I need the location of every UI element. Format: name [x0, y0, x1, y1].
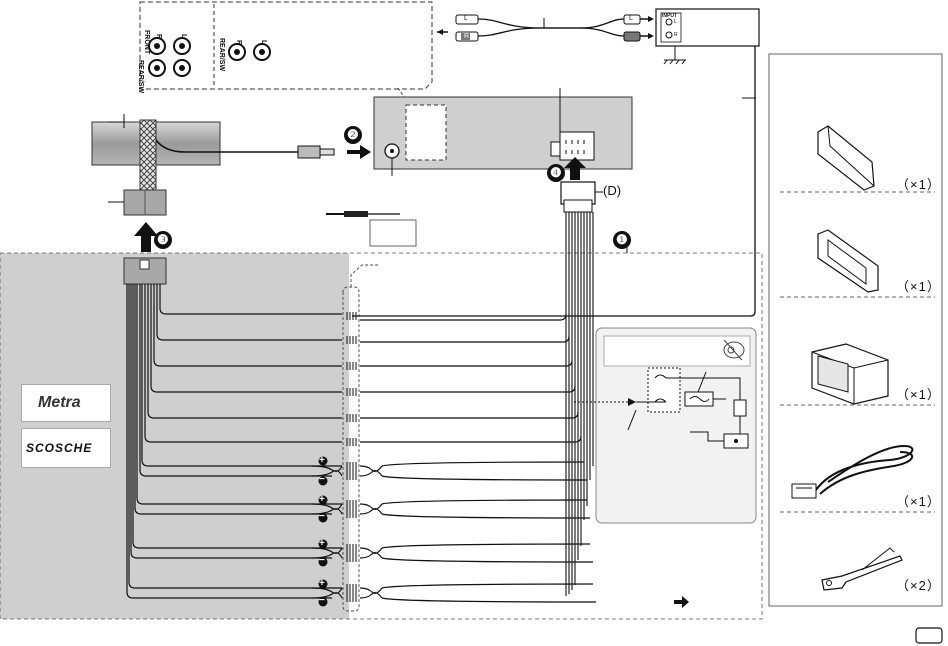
amp-input-label: INPUT	[662, 13, 677, 19]
arrow-to-antenna	[347, 145, 371, 159]
arrow-up-4	[564, 157, 586, 180]
adapter-wires	[126, 284, 342, 599]
arrow-up-3	[134, 222, 158, 252]
step-1: ❶	[616, 232, 628, 247]
mounting-sleeve-illustration	[811, 343, 889, 405]
rca-jack-panel	[139, 1, 433, 104]
splice-column	[342, 264, 380, 612]
factory-connector-bottom	[123, 257, 167, 285]
polarity-7: +	[319, 578, 325, 589]
unit-wires	[360, 313, 597, 603]
rca-label-front: FRONT	[143, 30, 150, 55]
splice-ticks	[346, 312, 357, 602]
faceplate-qty: （×1）	[896, 177, 941, 192]
rca-jack-rear-l	[173, 59, 191, 77]
factory-connector-top	[108, 189, 167, 216]
amplifier	[655, 8, 760, 65]
rca-label-r: R	[155, 34, 162, 40]
faceplate-illustration	[817, 125, 875, 191]
scosche-logo-text: SCOSCHE	[26, 441, 93, 455]
step-markers	[154, 126, 631, 253]
step-4: ❹	[550, 165, 562, 180]
rca-label-r-2: R	[235, 40, 242, 46]
polarity-2: −	[319, 474, 325, 485]
harness-connector-d	[560, 181, 603, 213]
mounting-sleeve-qty: （×1）	[896, 387, 941, 402]
polarity-3: +	[319, 494, 325, 505]
rca-cable-l-amp: L	[629, 15, 633, 22]
polarity-8: −	[319, 595, 325, 606]
antenna-adapter	[91, 114, 335, 199]
speaker-pairs-left	[311, 465, 343, 599]
loose-lead	[326, 211, 417, 247]
parts-panel	[768, 53, 943, 607]
rca-jack-rearsw-l	[253, 43, 271, 61]
step-2: ❷	[347, 127, 359, 142]
rca-jack-front-l	[173, 37, 191, 55]
rca-label-rear-sw: REAR/SW	[137, 60, 144, 94]
ignition-key-icon	[723, 339, 745, 361]
rca-label-l-2: L	[260, 40, 267, 45]
scosche-logo: SCOSCHE	[21, 428, 111, 468]
amp-label-l: L	[674, 19, 677, 25]
rca-cable-l: L	[464, 15, 468, 22]
remote-lead	[352, 46, 756, 317]
wiring-harness-frame	[0, 252, 763, 620]
wiring-harness-illustration	[791, 444, 914, 499]
harness-bundle	[565, 212, 594, 596]
metra-logo-text: Metra	[38, 394, 81, 411]
connector-d-label: (D)	[603, 183, 622, 198]
ignition-inset	[574, 327, 757, 524]
extraction-key-illustration	[821, 547, 903, 591]
extraction-key-qty: （×2）	[896, 578, 941, 593]
rca-label-rear-sw-right: REAR/SW	[218, 38, 225, 72]
head-unit	[373, 88, 633, 176]
polarity-4: −	[319, 511, 325, 522]
wiring-harness-qty: （×1）	[896, 494, 941, 509]
polarity-5: +	[319, 538, 325, 549]
amp-label-r: R	[674, 32, 678, 38]
rca-jack-rearsw-r	[228, 43, 246, 61]
polarity-markers	[318, 456, 328, 607]
rca-jack-front-r	[148, 37, 166, 55]
metra-logo: Metra	[21, 384, 111, 422]
polarity-1: +	[319, 455, 325, 466]
note-arrow	[674, 596, 689, 608]
speaker-pairs-right	[359, 465, 383, 599]
page-number-badge	[915, 627, 943, 644]
rca-label-l: L	[180, 34, 187, 39]
step-3: ❸	[157, 232, 169, 247]
trim-plate-illustration	[817, 229, 879, 293]
rca-cable-r: R	[464, 33, 470, 40]
polarity-6: −	[319, 555, 325, 566]
trim-plate-qty: （×1）	[896, 279, 941, 294]
rca-cable	[437, 14, 654, 42]
rca-jack-rear-r	[148, 59, 166, 77]
